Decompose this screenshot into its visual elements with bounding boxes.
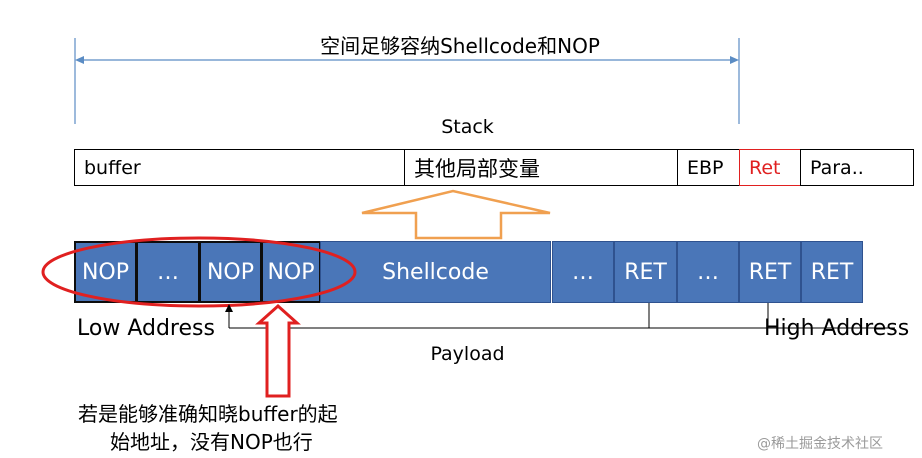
payload-ellipsis-3: … xyxy=(677,241,739,303)
return-pointer-arrowhead xyxy=(225,304,233,312)
stack-cell-ret: Ret xyxy=(739,149,801,186)
stack-cell-buffer: buffer xyxy=(74,149,405,186)
return-pointer-line xyxy=(228,303,895,329)
red-up-arrow xyxy=(255,303,301,398)
stack-cell-params: Para.. xyxy=(800,149,914,186)
payload-ret-3: RET xyxy=(801,241,863,303)
stack-cell-local-vars: 其他局部变量 xyxy=(404,149,678,186)
payload-nop-3: NOP xyxy=(261,241,321,303)
watermark: @稀土掘金技术社区 xyxy=(757,436,883,452)
high-address-label: High Address xyxy=(764,316,910,341)
payload-ret-1: RET xyxy=(614,241,677,303)
note-line-1: 若是能够准确知晓buffer的起 xyxy=(78,402,338,426)
note-line-2: 始地址，没有NOP也行 xyxy=(110,430,313,454)
stack-title: Stack xyxy=(441,116,494,138)
span-label: 空间足够容纳Shellcode和NOP xyxy=(320,33,600,58)
payload-nop-1: NOP xyxy=(74,241,137,303)
stack-cell-ebp: EBP xyxy=(677,149,740,186)
nop-sled-ellipse xyxy=(41,236,357,308)
payload-nop-2: NOP xyxy=(199,241,262,303)
payload-label: Payload xyxy=(430,343,505,365)
low-address-label: Low Address xyxy=(77,316,215,341)
payload-shellcode: Shellcode xyxy=(320,241,551,303)
payload-ret-2: RET xyxy=(739,241,801,303)
payload-ellipsis-2: … xyxy=(552,241,614,303)
